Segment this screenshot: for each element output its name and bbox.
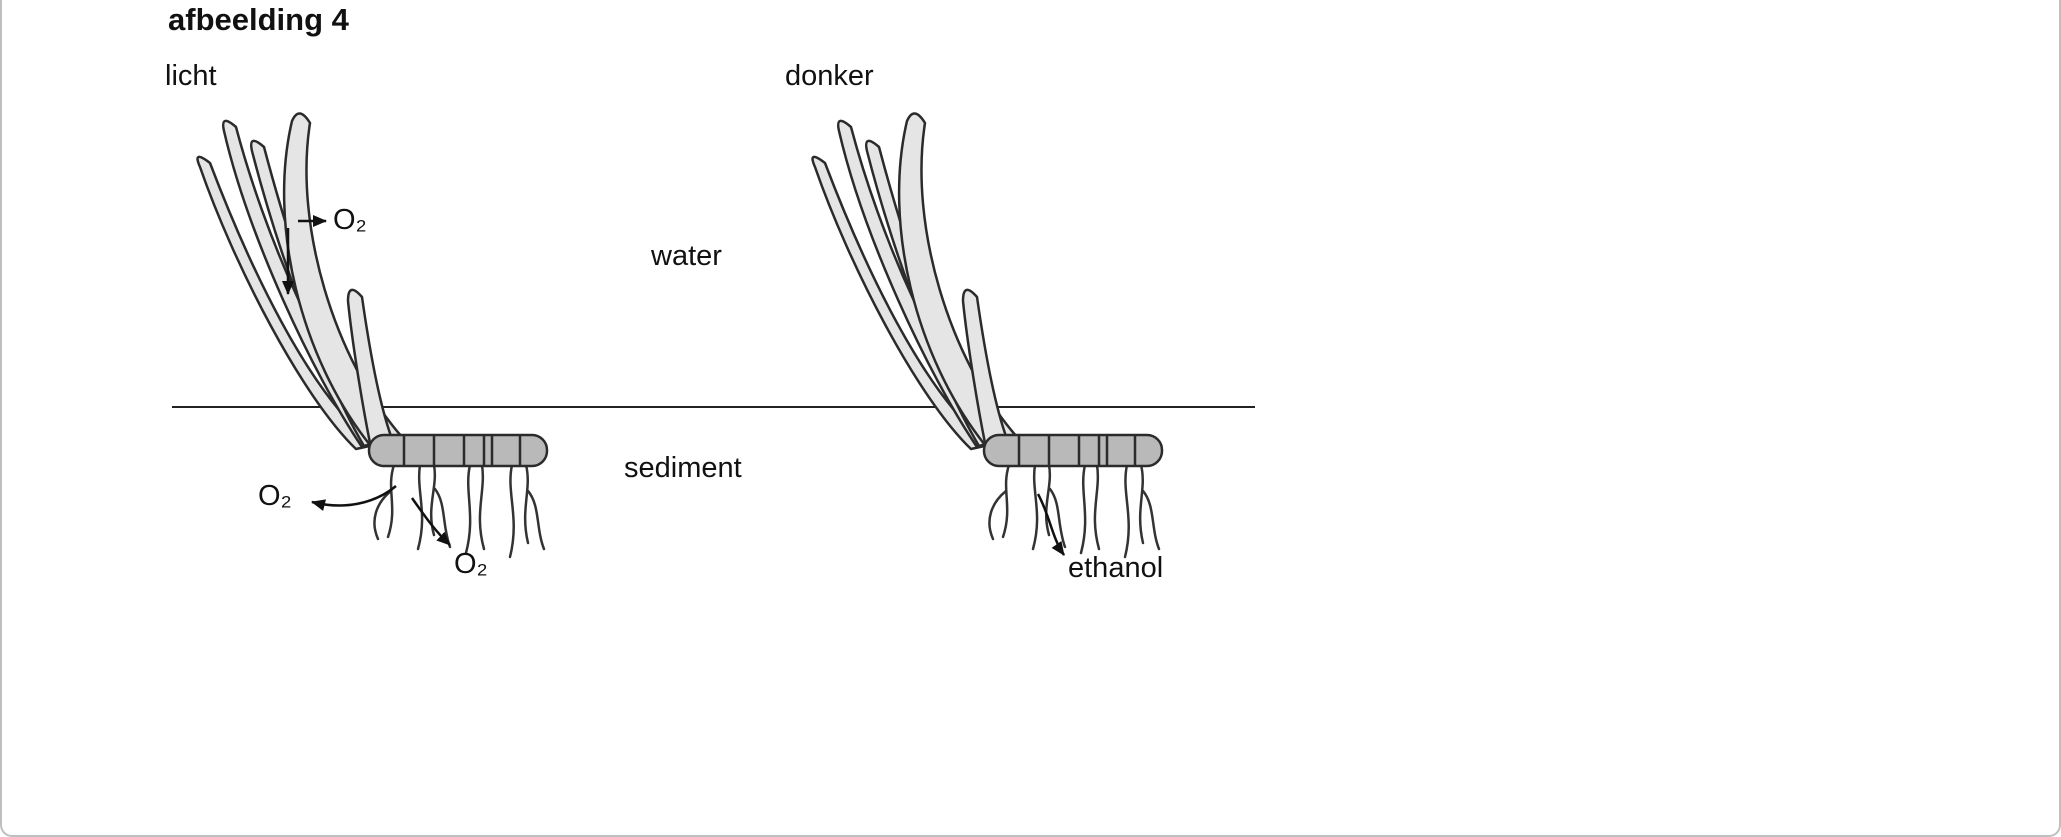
label-condition-light: licht xyxy=(165,60,217,92)
label-ethanol: ethanol xyxy=(1068,552,1164,584)
figure-title: afbeelding 4 xyxy=(168,2,349,37)
label-o2-root-bottom: O₂ xyxy=(454,548,488,580)
plant-light xyxy=(196,112,549,559)
annotation-arrows xyxy=(282,215,1066,556)
arrow-o2-root-bottom xyxy=(410,497,451,546)
arrow-o2-root-left xyxy=(311,485,397,511)
arrow-ethanol-root xyxy=(1036,493,1066,556)
label-o2-root-left: O₂ xyxy=(258,480,292,512)
plant-dark xyxy=(811,112,1164,559)
label-sediment: sediment xyxy=(624,452,742,484)
label-water: water xyxy=(651,240,722,272)
label-condition-dark: donker xyxy=(785,60,874,92)
label-o2-leaf: O₂ xyxy=(333,204,367,236)
